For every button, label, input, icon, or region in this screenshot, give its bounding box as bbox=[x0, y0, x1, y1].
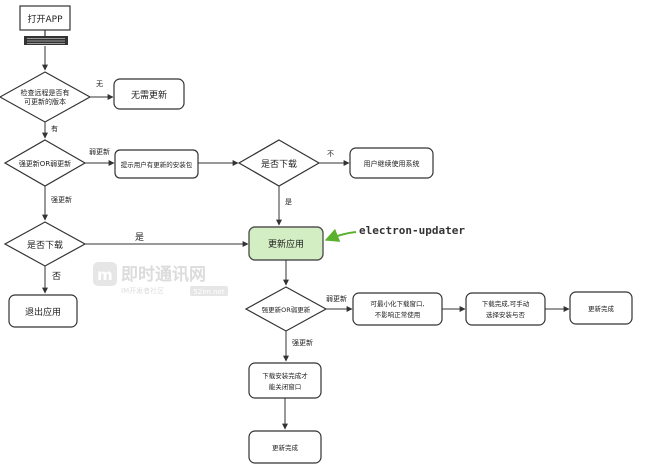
minimize-line1: 可最小化下载窗口, bbox=[370, 299, 424, 308]
watermark-logo-letter: m bbox=[97, 266, 113, 284]
edge-label-weak-2: 弱更新 bbox=[326, 294, 347, 303]
watermark-badge bbox=[190, 286, 228, 296]
watermark: m 即时通讯网 IM开发者社区 52im.net bbox=[93, 262, 228, 296]
update-done-right-box bbox=[569, 291, 633, 325]
edge-label-force: 强更新 bbox=[51, 195, 72, 204]
check-update-line2: 可更新的版本 bbox=[24, 97, 66, 106]
keyboard-icon bbox=[24, 36, 68, 45]
edge-label-no: 不 bbox=[327, 150, 334, 158]
close-after-line1: 下载安装完成才 bbox=[262, 371, 308, 380]
close-after-box bbox=[248, 362, 322, 399]
edge-label-force-2: 强更新 bbox=[292, 338, 313, 347]
download-done-manual-box bbox=[465, 292, 546, 326]
minimize-line2: 不影响正常使用 bbox=[375, 310, 421, 319]
continue-use-box bbox=[349, 147, 434, 179]
download-done-manual-line1: 下载完成,可手动 bbox=[482, 299, 530, 308]
update-done-bottom-box bbox=[248, 430, 322, 464]
edge-label-yes-weak: 是 bbox=[285, 198, 292, 206]
exit-app-box bbox=[8, 294, 78, 328]
update-app-label: 更新应用 bbox=[268, 238, 304, 250]
prompt-package-box bbox=[114, 149, 199, 179]
download-force-label: 是否下载 bbox=[27, 239, 63, 251]
edge-label-none: 无 bbox=[96, 80, 103, 88]
updater-note: electron-updater bbox=[359, 224, 465, 237]
watermark-name: 即时通讯网 bbox=[121, 265, 206, 285]
watermark-logo-icon bbox=[93, 262, 117, 286]
watermark-badge-text: 52im.net bbox=[193, 288, 225, 296]
no-update-box bbox=[113, 78, 185, 110]
monitor-icon bbox=[19, 5, 71, 31]
exit-app-label: 退出应用 bbox=[25, 306, 61, 318]
check-update-diamond bbox=[0, 71, 92, 123]
edge-label-weak: 弱更新 bbox=[89, 147, 110, 156]
edge-label-no-force: 否 bbox=[52, 271, 61, 282]
force-or-weak-2-label: 强更新OR弱更新 bbox=[262, 305, 311, 314]
check-update-line1: 检查远程是否有 bbox=[21, 88, 70, 97]
watermark-tagline: IM开发者社区 bbox=[121, 286, 164, 295]
no-update-label: 无需更新 bbox=[131, 89, 167, 101]
update-done-bottom-label: 更新完成 bbox=[272, 443, 299, 452]
minimize-box bbox=[352, 292, 443, 326]
download-done-manual-line2: 选择安装与否 bbox=[486, 310, 526, 319]
download-weak-label: 是否下载 bbox=[261, 158, 297, 170]
prompt-package-label: 提示用户有更新的安装包 bbox=[121, 160, 193, 169]
start-label: 打开APP bbox=[27, 13, 63, 25]
edge-label-yes-force: 是 bbox=[135, 232, 144, 243]
edge-label-has: 有 bbox=[51, 124, 58, 133]
continue-use-label: 用户继续使用系统 bbox=[364, 159, 420, 168]
update-done-right-label: 更新完成 bbox=[588, 304, 615, 313]
close-after-line2: 能关闭窗口 bbox=[269, 382, 302, 391]
callout-arrow bbox=[324, 228, 357, 242]
start-computer: 打开APP bbox=[19, 5, 71, 45]
force-or-weak-label: 强更新OR弱更新 bbox=[19, 159, 71, 168]
